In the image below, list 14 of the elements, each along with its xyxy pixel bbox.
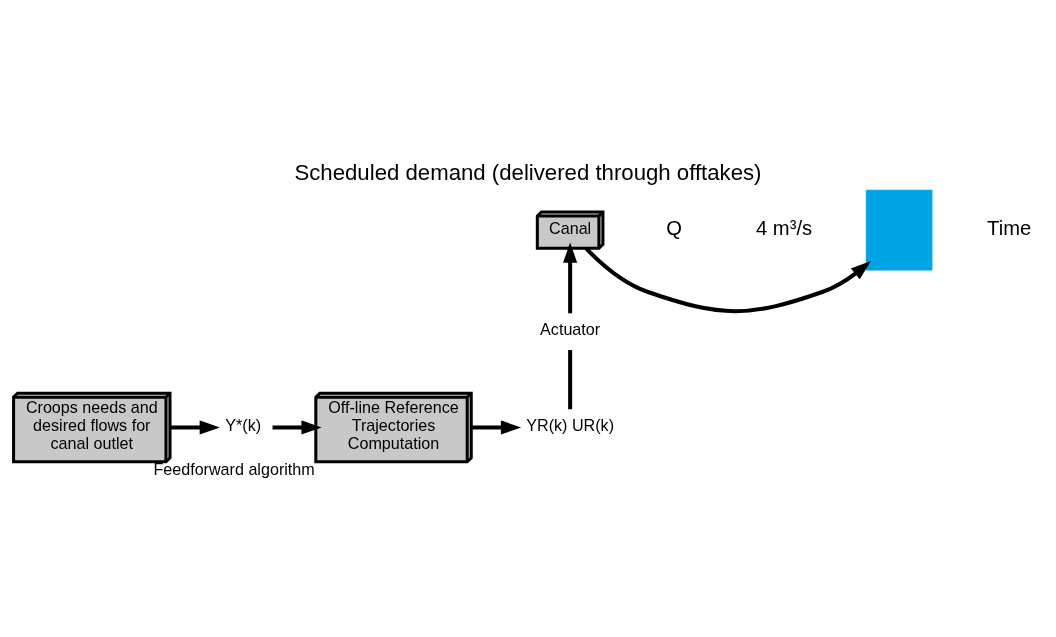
arrow <box>272 419 322 435</box>
arrow <box>471 419 522 435</box>
node-text: YR(k) UR(k) <box>526 415 615 434</box>
arrow <box>170 419 220 435</box>
label: Time <box>987 216 1032 239</box>
diagram-title: Scheduled demand (delivered through offtakes) <box>294 159 762 185</box>
node-text: Actuator <box>540 319 601 338</box>
node-bar <box>865 189 933 271</box>
label: 4 m³/s <box>756 216 813 239</box>
connector <box>568 349 573 409</box>
node-text: Y*(k) <box>225 415 262 434</box>
label: Q <box>666 216 682 239</box>
arrow <box>563 242 578 313</box>
arrow <box>584 246 871 313</box>
